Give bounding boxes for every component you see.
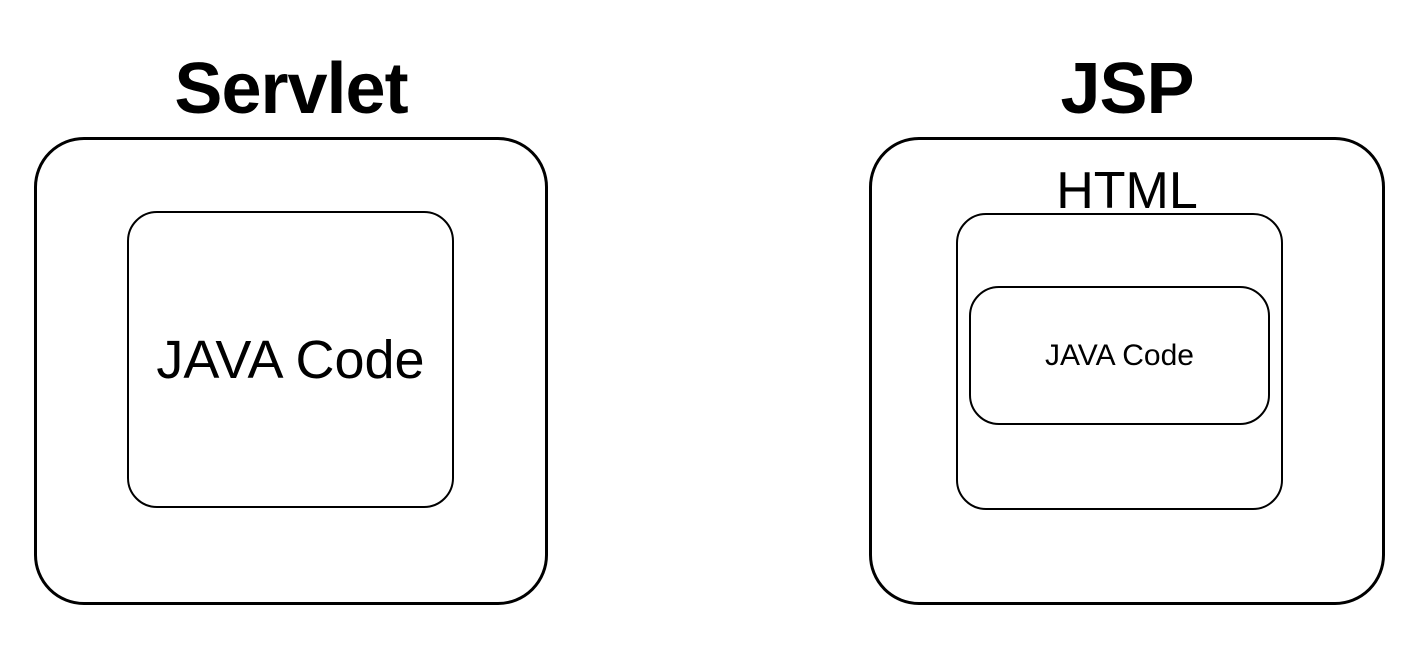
jsp-html-label: HTML	[1056, 162, 1198, 220]
jsp-java-code-box: JAVA Code	[969, 286, 1270, 425]
servlet-java-code-label: JAVA Code	[156, 329, 425, 390]
servlet-title: Servlet	[174, 49, 408, 129]
servlet-java-code-box: JAVA Code	[127, 211, 454, 508]
jsp-title: JSP	[1060, 49, 1194, 129]
jsp-java-code-label: JAVA Code	[1045, 338, 1194, 372]
